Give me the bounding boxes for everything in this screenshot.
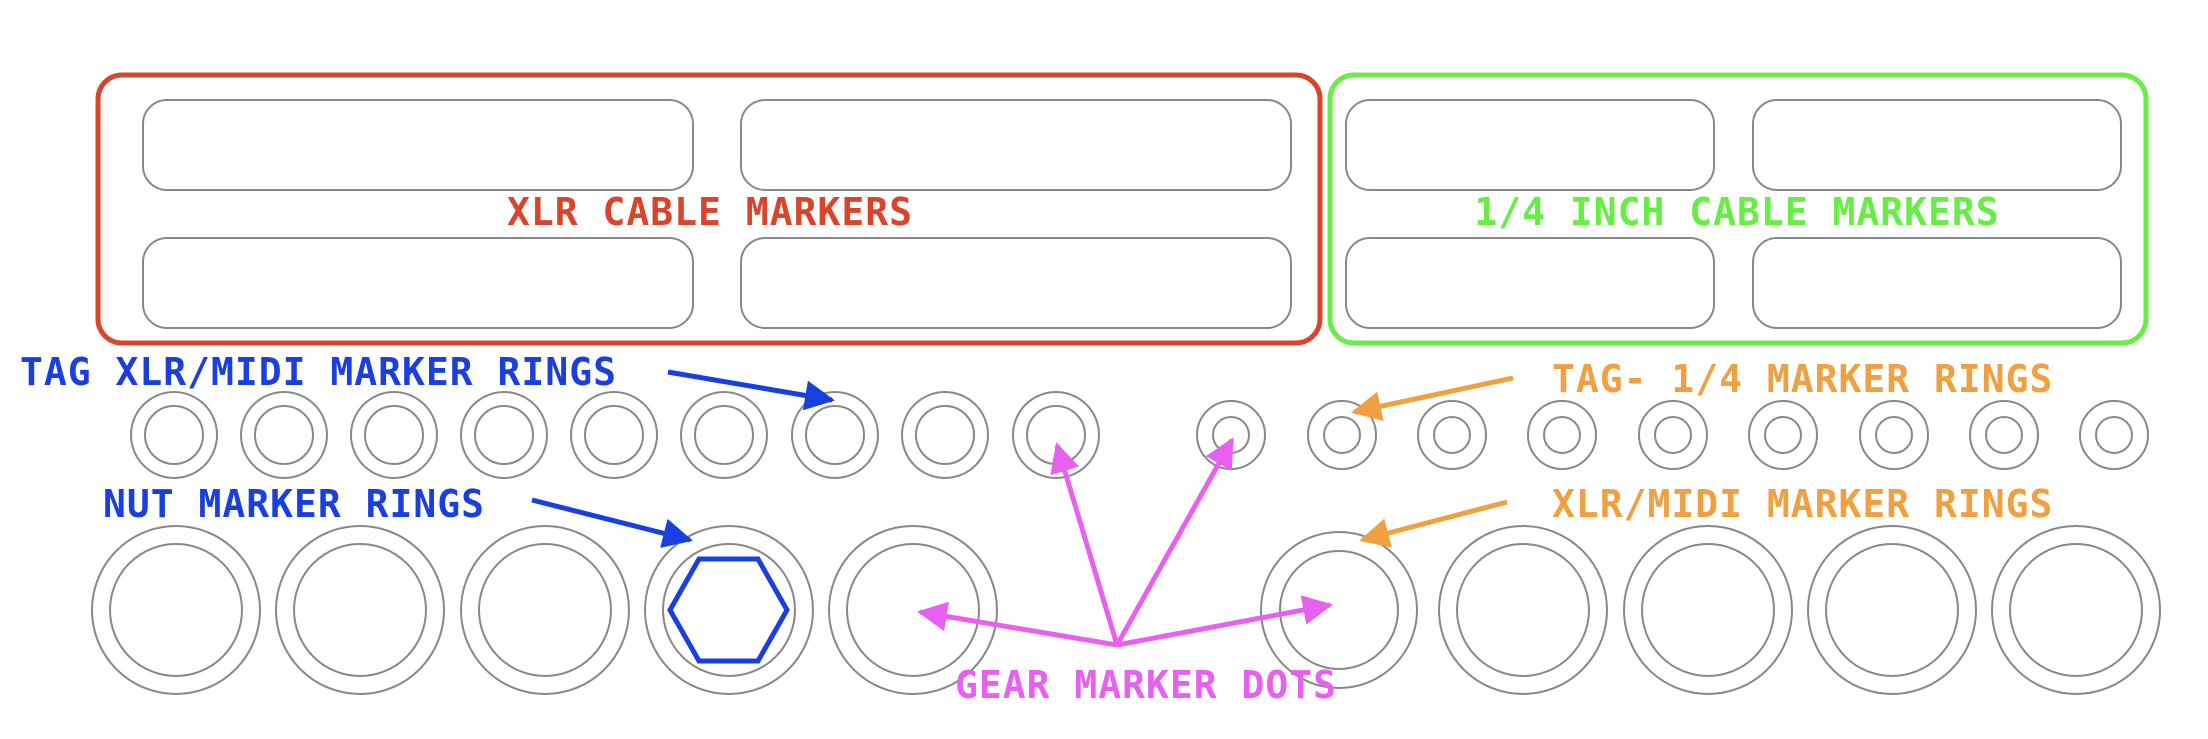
gear-arrow <box>1050 442 1120 646</box>
tag-xlr-midi-marker-rings-label: TAG XLR/MIDI MARKER RINGS <box>20 350 617 394</box>
gear-marker-dots-label: GEAR MARKER DOTS <box>955 663 1337 707</box>
tag-xlr-midi-marker-ring <box>570 391 658 479</box>
tag-quarter-marker-ring <box>1638 400 1708 470</box>
xlr-cable-markers-label: XLR CABLE MARKERS <box>507 190 913 234</box>
nut-marker-ring <box>275 525 445 695</box>
tag-xlr-midi-arrow <box>667 369 835 411</box>
xlr-midi-marker-ring <box>1438 525 1608 695</box>
xlr-midi-marker-ring <box>1623 525 1793 695</box>
tag-quarter-arrow <box>1351 375 1514 422</box>
xlr-midi-marker-ring <box>1807 525 1977 695</box>
xlr-cable-marker <box>142 99 694 191</box>
xlr-cable-marker <box>740 237 1292 329</box>
gear-arrow <box>1116 595 1333 648</box>
nut-marker-arrow <box>531 497 693 548</box>
tag-xlr-midi-marker-ring <box>240 391 328 479</box>
xlr-cable-marker <box>740 99 1292 191</box>
xlr-midi-marker-ring <box>1260 531 1418 689</box>
gear-arrow <box>1114 437 1235 647</box>
quarter-inch-cable-markers-label: 1/4 INCH CABLE MARKERS <box>1474 190 1999 234</box>
xlr-midi-arrow <box>1359 499 1508 548</box>
xlr-cable-marker <box>142 237 694 329</box>
xlr-midi-marker-rings-label: XLR/MIDI MARKER RINGS <box>1552 482 2053 526</box>
tag-quarter-marker-rings <box>1196 400 2149 470</box>
nut-marker-ring <box>644 525 814 695</box>
tag-xlr-midi-marker-ring <box>680 391 768 479</box>
tag-xlr-midi-marker-ring <box>901 391 989 479</box>
tag-quarter-marker-ring <box>1307 400 1377 470</box>
quarter-inch-cable-marker <box>1752 99 2122 191</box>
tag-quarter-marker-ring <box>1527 400 1597 470</box>
quarter-inch-cable-marker <box>1345 237 1715 329</box>
tag-quarter-marker-ring <box>1969 400 2039 470</box>
tag-quarter-marker-ring <box>1748 400 1818 470</box>
tag-quarter-marker-ring <box>2079 400 2149 470</box>
large-marker-rings-right <box>1260 525 2161 695</box>
xlr-midi-marker-ring <box>1991 525 2161 695</box>
hexagon-icon <box>667 556 790 664</box>
gear-marker-arrows <box>917 437 1333 648</box>
tag-xlr-midi-marker-ring <box>460 391 548 479</box>
tag-xlr-midi-marker-ring <box>1012 391 1100 479</box>
tag-quarter-marker-ring <box>1417 400 1487 470</box>
nut-marker-ring <box>91 525 261 695</box>
gear-arrow <box>917 601 1118 648</box>
xlr-cable-markers-group-outline <box>95 72 1323 346</box>
tag-xlr-midi-marker-ring <box>130 391 218 479</box>
tag-xlr-midi-marker-ring <box>791 391 879 479</box>
quarter-inch-cable-markers-group-outline <box>1327 72 2149 346</box>
quarter-inch-cable-marker <box>1345 99 1715 191</box>
tag-quarter-marker-ring <box>1859 400 1929 470</box>
nut-marker-rings-label: NUT MARKER RINGS <box>103 482 485 526</box>
nut-marker-ring <box>460 525 630 695</box>
tag-xlr-midi-marker-rings <box>130 391 1100 479</box>
gear-marker-ring <box>828 525 998 695</box>
tag-quarter-marker-ring <box>1196 400 1266 470</box>
large-marker-rings-left <box>91 525 998 695</box>
quarter-inch-cable-marker <box>1752 237 2122 329</box>
tag-xlr-midi-marker-ring <box>350 391 438 479</box>
tag-quarter-marker-rings-label: TAG- 1/4 MARKER RINGS <box>1552 357 2053 401</box>
